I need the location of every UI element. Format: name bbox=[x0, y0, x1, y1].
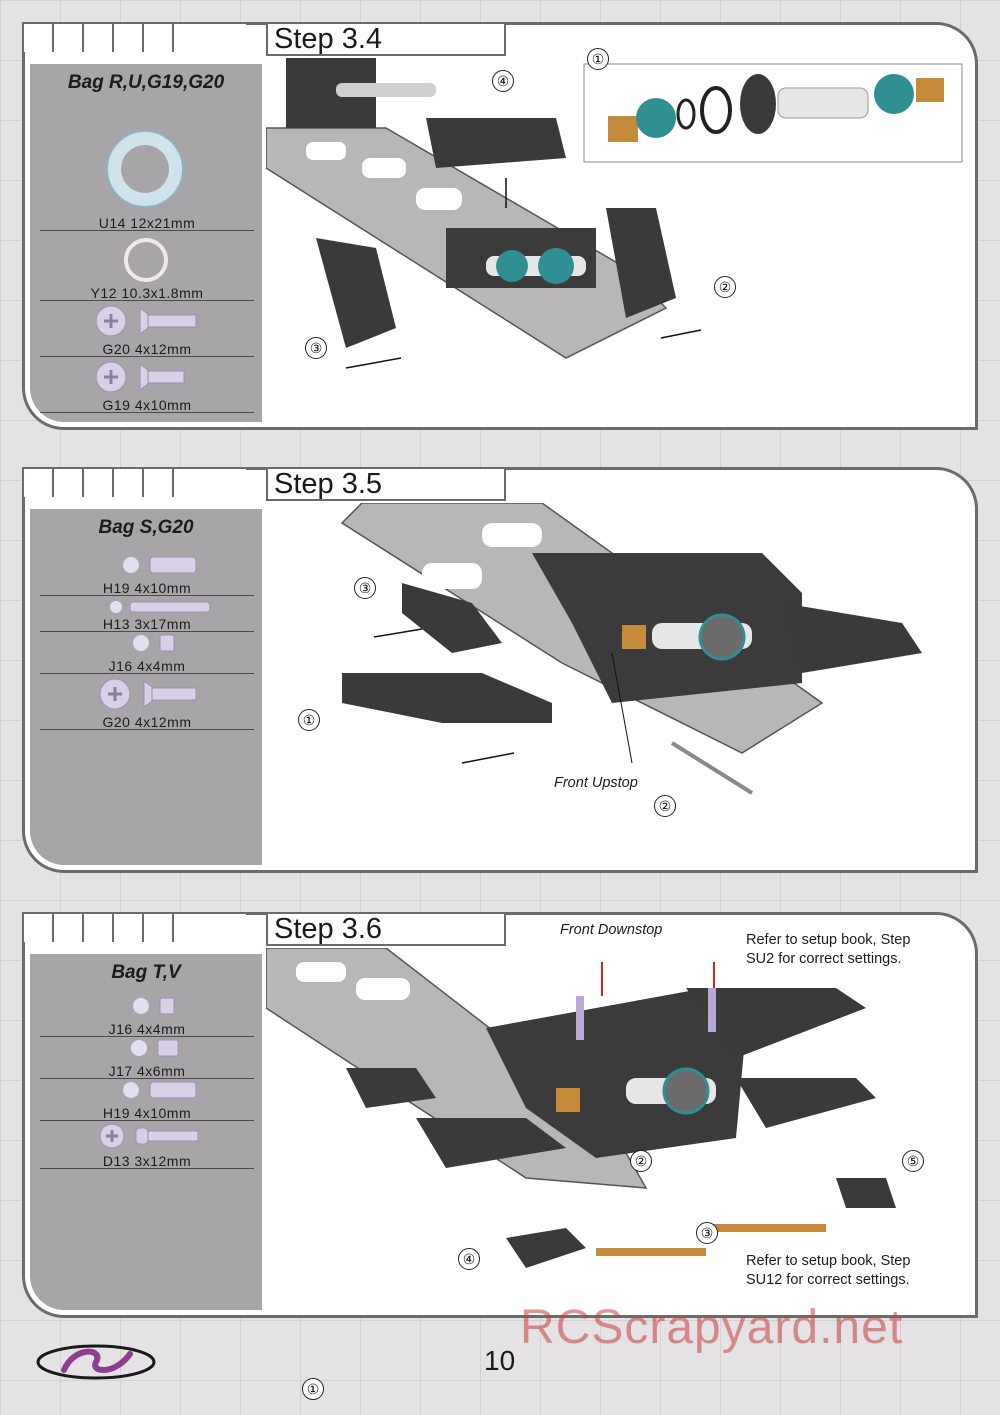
header-cells bbox=[22, 912, 246, 944]
part-entry: G19 4x10mm bbox=[40, 356, 254, 413]
header-cells bbox=[22, 22, 246, 54]
setup-note-su2-line1: Refer to setup book, Step bbox=[746, 932, 911, 948]
bag-label: Bag S,G20 bbox=[98, 517, 194, 538]
part-entry: G20 4x12mm bbox=[40, 673, 254, 730]
countersunk-screw-icon bbox=[95, 305, 197, 337]
bag-label: Bag T,V bbox=[111, 962, 181, 983]
callout-number: ② bbox=[630, 1150, 652, 1172]
part-entry: D13 3x12mm bbox=[40, 1120, 254, 1169]
step-3-6-panel: Step 3.6 Bag T,V J16 4x4mm J17 4x6mm H19… bbox=[22, 912, 978, 1400]
part-entry: U14 12x21mm bbox=[40, 122, 254, 231]
front-upstop-note: Front Upstop bbox=[554, 775, 638, 791]
spacer-icon bbox=[131, 1039, 179, 1057]
page-number: 10 bbox=[484, 1345, 516, 1376]
callout-number: ④ bbox=[492, 70, 514, 92]
brand-logo-icon bbox=[36, 1344, 156, 1380]
countersunk-screw-icon bbox=[95, 361, 185, 393]
callout-number: ① bbox=[587, 48, 609, 70]
pin-icon bbox=[110, 601, 211, 613]
pin-icon bbox=[123, 556, 197, 574]
bag-label: Bag R,U,G19,G20 bbox=[67, 72, 225, 93]
step-title: Step 3.6 bbox=[266, 912, 506, 946]
callout-number: ① bbox=[302, 1378, 324, 1400]
spacer-icon bbox=[133, 634, 175, 652]
part-entry: Y12 10.3x1.8mm bbox=[40, 230, 254, 301]
parts-bag-sidebar: Bag T,V J16 4x4mm J17 4x6mm H19 4x10mm bbox=[30, 954, 262, 1310]
front-downstop-note: Front Downstop bbox=[560, 922, 663, 938]
setup-note-su2-line2: SU2 for correct settings. bbox=[746, 951, 902, 967]
callout-number: ② bbox=[714, 276, 736, 298]
pin-icon bbox=[123, 1081, 197, 1099]
part-entry: J17 4x6mm bbox=[40, 1036, 254, 1079]
part-entry: H19 4x10mm bbox=[40, 1078, 254, 1121]
countersunk-screw-icon bbox=[99, 678, 197, 710]
parts-bag-sidebar: Bag S,G20 H19 4x10mm H13 3x17mm J16 4x4m… bbox=[30, 509, 262, 865]
watermark-text: RCScrapyard.net bbox=[520, 1301, 904, 1354]
callout-number: ① bbox=[298, 709, 320, 731]
button-screw-icon bbox=[99, 1123, 199, 1149]
callout-number: ② bbox=[654, 795, 676, 817]
callout-number: ③ bbox=[354, 577, 376, 599]
part-entry: H13 3x17mm bbox=[40, 595, 254, 632]
part-entry: H19 4x10mm bbox=[40, 553, 254, 596]
callout-number: ③ bbox=[305, 337, 327, 359]
step-title: Step 3.5 bbox=[266, 467, 506, 501]
part-entry: J16 4x4mm bbox=[40, 631, 254, 674]
part-entry: J16 4x4mm bbox=[40, 994, 254, 1037]
bearing-ring-icon bbox=[106, 130, 184, 208]
o-ring-icon bbox=[124, 238, 168, 282]
assembly-illustration bbox=[266, 58, 963, 369]
setup-note-su12-line2: SU12 for correct settings. bbox=[746, 1272, 910, 1288]
callout-number: ④ bbox=[458, 1248, 480, 1270]
callout-number: ⑤ bbox=[902, 1150, 924, 1172]
assembly-illustration bbox=[266, 948, 896, 1268]
parts-bag-sidebar: Bag R,U,G19,G20 U14 12x21mm Y12 10.3x1.8… bbox=[30, 64, 262, 422]
spacer-icon bbox=[133, 997, 175, 1015]
step-3-4-panel: Step 3.4 Bag R,U,G19,G20 U14 12x21mm Y12… bbox=[22, 22, 978, 430]
part-entry: G20 4x12mm bbox=[40, 300, 254, 357]
callout-number: ③ bbox=[696, 1222, 718, 1244]
step-3-5-panel: Step 3.5 Bag S,G20 H19 4x10mm H13 3x17mm… bbox=[22, 467, 978, 873]
header-cells bbox=[22, 467, 246, 499]
setup-note-su12-line1: Refer to setup book, Step bbox=[746, 1253, 911, 1269]
assembly-illustration bbox=[340, 503, 922, 795]
step-title: Step 3.4 bbox=[266, 22, 506, 56]
